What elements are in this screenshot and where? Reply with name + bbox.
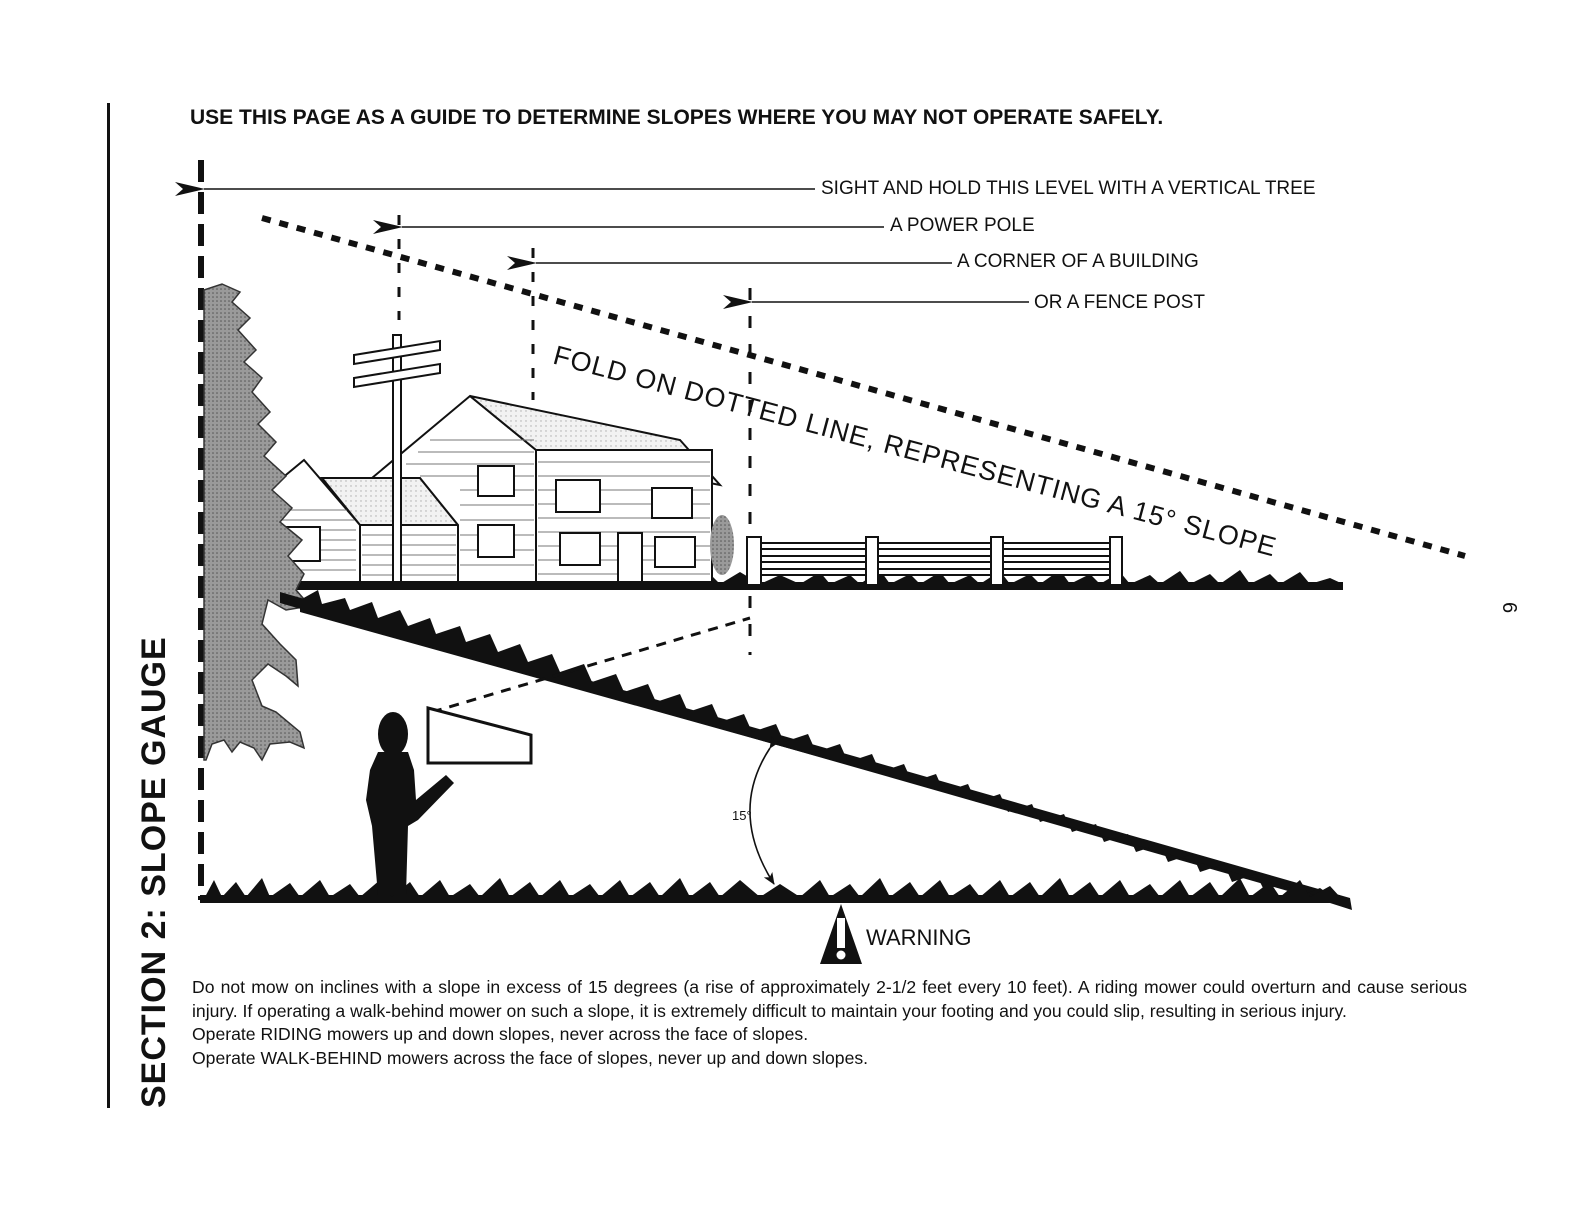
house — [257, 394, 734, 583]
warning-body: Do not mow on inclines with a slope in e… — [192, 976, 1467, 1070]
horizon-ground — [205, 582, 1343, 590]
fence-callout-label: OR A FENCE POST — [1034, 292, 1206, 313]
warning-title: WARNING — [866, 925, 972, 950]
walk-behind-instruction: Operate WALK-BEHIND mowers across the fa… — [192, 1047, 869, 1068]
section-rule — [107, 103, 110, 1108]
angle-label: 15° — [732, 808, 752, 823]
slope-grass — [300, 590, 1340, 902]
slope-gauge-card — [426, 706, 533, 765]
warning-paragraph: Do not mow on inclines with a slope in e… — [192, 977, 1467, 1021]
pole-callout-label: A POWER POLE — [890, 215, 1035, 236]
tree — [203, 283, 312, 762]
fence — [746, 536, 1123, 586]
page-headline: USE THIS PAGE AS A GUIDE TO DETERMINE SL… — [190, 106, 1164, 129]
angle-arc — [749, 736, 781, 885]
riding-mower-instruction: Operate RIDING mowers up and down slopes… — [192, 1024, 809, 1044]
person-silhouette — [366, 712, 454, 895]
building-callout-label: A CORNER OF A BUILDING — [957, 251, 1199, 272]
bottom-ground — [200, 895, 1340, 903]
tree-callout-label: SIGHT AND HOLD THIS LEVEL WITH A VERTICA… — [821, 178, 1316, 199]
power-pole — [353, 334, 441, 583]
warning-triangle-icon — [820, 904, 862, 964]
bottom-grass — [205, 878, 1340, 897]
sighting-line — [431, 616, 751, 714]
